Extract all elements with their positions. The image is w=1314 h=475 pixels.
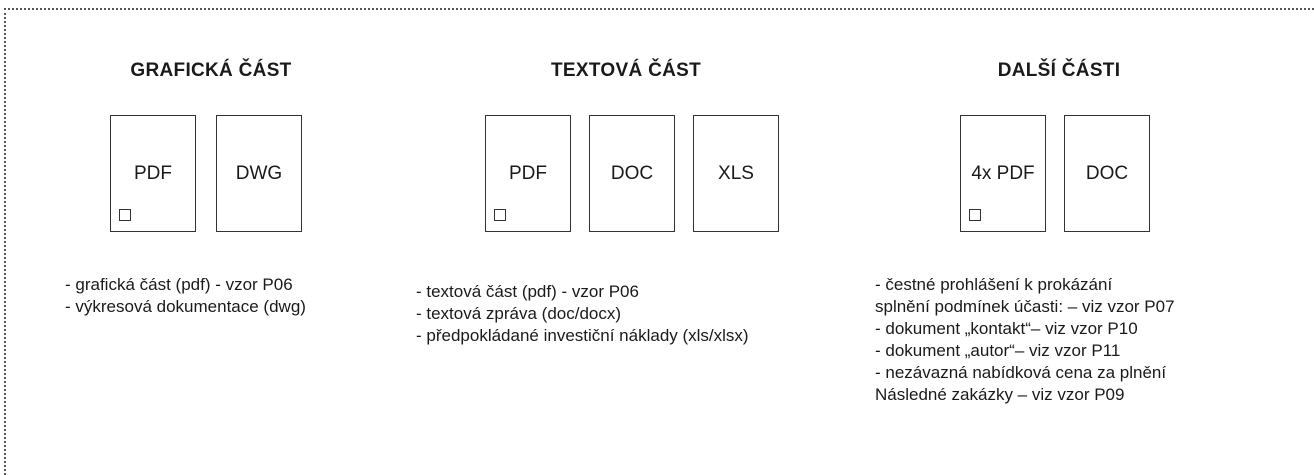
- section-title-graficka-cast: GRAFICKÁ ČÁST: [130, 60, 292, 81]
- dotted-border-top: [4, 8, 1314, 10]
- checkbox-icon: [969, 209, 981, 221]
- document-label: PDF: [509, 162, 547, 184]
- section-title-dalsi-casti: DALŠÍ ČÁSTI: [997, 60, 1121, 81]
- document-label: DOC: [1085, 162, 1129, 184]
- document-icon-doc: DOC: [589, 115, 675, 232]
- description-list-textova-cast: - textová část (pdf) - vzor P06 - textov…: [416, 281, 749, 347]
- document-label: XLS: [718, 162, 754, 184]
- document-icon-pdf: PDF: [110, 115, 196, 232]
- list-item: splnění podmínek účasti: – viz vzor P07: [875, 297, 1175, 316]
- checkbox-icon: [119, 209, 131, 221]
- document-icon-pdf: PDF: [485, 115, 571, 232]
- list-item: - textová zpráva (doc/docx): [416, 304, 622, 323]
- document-label: DOC: [610, 162, 654, 184]
- list-item: - výkresová dokumentace (dwg): [65, 297, 306, 316]
- list-item: - grafická část (pdf) - vzor P06: [65, 275, 293, 294]
- section-title-textova-cast: TEXTOVÁ ČÁST: [551, 60, 701, 81]
- checkbox-icon: [494, 209, 506, 221]
- document-icon-doc: DOC: [1064, 115, 1150, 232]
- list-item: - dokument „kontakt“– viz vzor P10: [875, 319, 1138, 338]
- document-label: DWG: [235, 162, 283, 184]
- document-icon-xls: XLS: [693, 115, 779, 232]
- list-item: - dokument „autor“– viz vzor P11: [875, 341, 1121, 360]
- list-item: Následné zakázky – viz vzor P09: [875, 385, 1125, 404]
- document-icon-dwg: DWG: [216, 115, 302, 232]
- document-label: PDF: [134, 162, 172, 184]
- description-list-graficka-cast: - grafická část (pdf) - vzor P06 - výkre…: [65, 274, 306, 318]
- list-item: - předpokládané investiční náklady (xls/…: [416, 326, 749, 345]
- list-item: - nezávazná nabídková cena za plnění: [875, 363, 1167, 382]
- document-label: 4x PDF: [971, 162, 1035, 184]
- document-icon-4x-pdf: 4x PDF: [960, 115, 1046, 232]
- description-list-dalsi-casti: - čestné prohlášení k prokázání splnění …: [875, 274, 1175, 406]
- list-item: - čestné prohlášení k prokázání: [875, 275, 1113, 294]
- list-item: - textová část (pdf) - vzor P06: [416, 282, 639, 301]
- dotted-border-left: [4, 8, 6, 475]
